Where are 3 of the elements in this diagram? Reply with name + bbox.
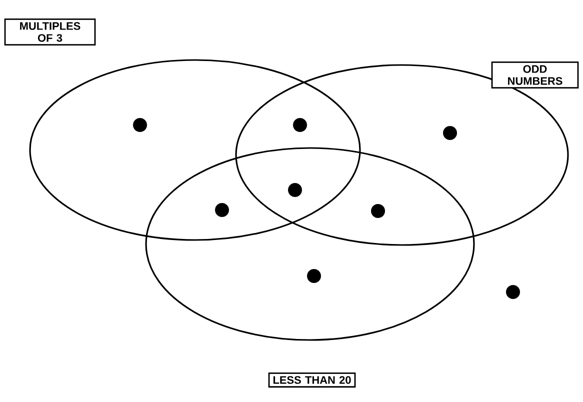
label-box: LESS THAN 20 — [268, 372, 356, 388]
label-box: MULTIPLES OF 3 — [4, 18, 96, 46]
label-box: ODD NUMBERS — [491, 61, 579, 89]
